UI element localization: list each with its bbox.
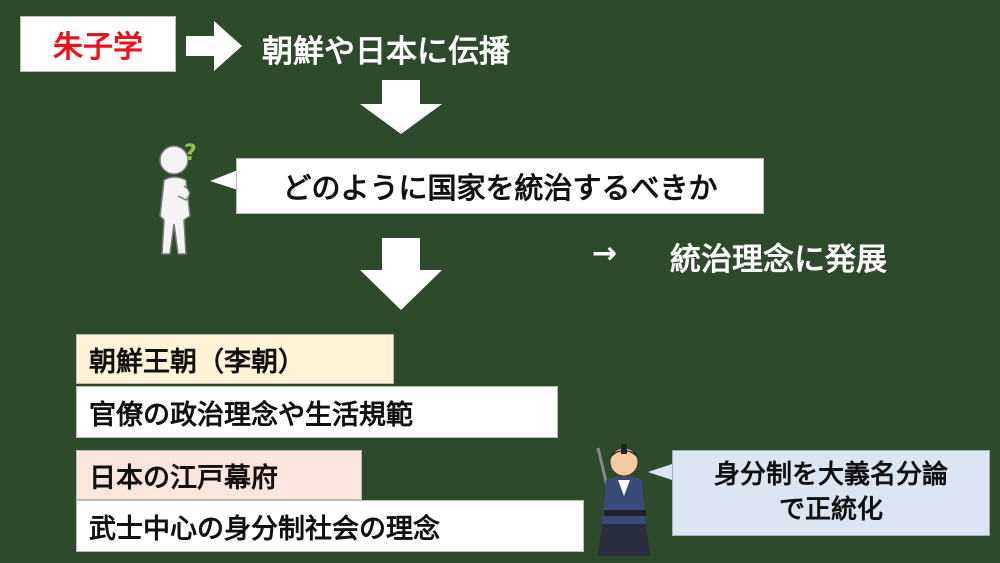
down-arrow-icon xyxy=(360,238,442,310)
question-box: どのように国家を統治するべきか xyxy=(236,158,764,214)
thinking-person-icon: ? xyxy=(150,136,210,258)
spread-text: 朝鮮や日本に伝播 xyxy=(262,34,510,70)
samurai-bubble-line1: 身分制を大義名分論 xyxy=(713,459,948,490)
topic-label: 朱子学 xyxy=(53,30,143,65)
samurai-bubble: 身分制を大義名分論 で正統化 xyxy=(672,450,990,536)
samurai-icon xyxy=(590,440,660,560)
speech-bubble-tail-icon xyxy=(210,168,240,192)
speech-bubble-tail-icon xyxy=(648,460,678,484)
japan-heading-box: 日本の江戸幕府 xyxy=(76,450,362,500)
korea-body-box: 官僚の政治理念や生活規範 xyxy=(76,386,558,438)
question-text: どのように国家を統治するべきか xyxy=(282,171,718,205)
korea-body: 官僚の政治理念や生活規範 xyxy=(89,399,413,431)
result-arrow: → xyxy=(592,236,618,271)
samurai-bubble-line2: で正統化 xyxy=(778,495,883,525)
japan-body: 武士中心の身分制社会の理念 xyxy=(89,513,440,545)
japan-heading: 日本の江戸幕府 xyxy=(89,462,278,494)
result-text: 統治理念に発展 xyxy=(670,242,887,278)
topic-label-box: 朱子学 xyxy=(20,16,176,72)
down-arrow-icon xyxy=(360,80,442,134)
right-arrow-icon xyxy=(186,21,242,71)
korea-heading: 朝鮮王朝（李朝） xyxy=(89,346,305,378)
japan-body-box: 武士中心の身分制社会の理念 xyxy=(76,500,584,552)
korea-heading-box: 朝鮮王朝（李朝） xyxy=(76,334,394,384)
svg-text:?: ? xyxy=(184,141,197,166)
